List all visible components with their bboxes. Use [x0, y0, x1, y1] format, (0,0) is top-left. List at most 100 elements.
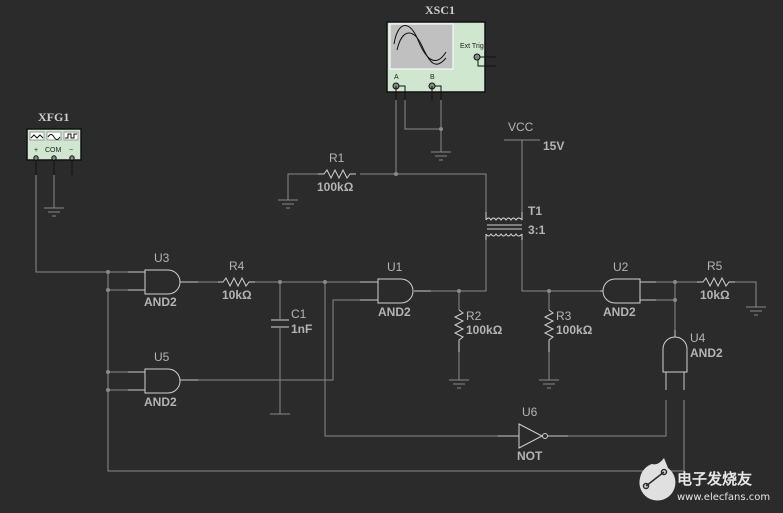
wire-u5-u1[interactable]: [198, 299, 360, 381]
gate-type: AND2: [690, 346, 723, 360]
wire-left-bus[interactable]: [107, 272, 684, 472]
gate-ref: U2: [613, 260, 629, 274]
wire-u6-input[interactable]: [324, 282, 498, 437]
resistor-ref: R3: [556, 309, 572, 323]
transformer-t1[interactable]: T1 3:1: [485, 204, 546, 240]
gate-type: AND2: [144, 395, 177, 409]
junction: [547, 289, 551, 293]
wire-u6-output[interactable]: [548, 400, 667, 437]
resistor-symbol: [543, 309, 555, 352]
wire-u1-out[interactable]: [416, 250, 487, 292]
and-gate-symbol: [144, 368, 181, 394]
watermark-url: www.elecfans.com: [677, 492, 770, 503]
junction: [323, 280, 327, 284]
wire-t1-secondary[interactable]: [485, 240, 600, 292]
resistor-r1[interactable]: R1 100kΩ: [317, 151, 356, 194]
ground-icon: [431, 151, 451, 161]
resistor-ref: R2: [466, 309, 482, 323]
oscilloscope-xsc1[interactable]: XSC1 Ext Trig A B: [386, 3, 496, 100]
grounds: [44, 151, 766, 415]
resistor-value: 100kΩ: [556, 323, 593, 337]
ext-trig-label: Ext Trig: [460, 43, 484, 50]
function-generator-name: XFG1: [38, 110, 69, 124]
transformer-ref: T1: [528, 204, 542, 218]
junction: [106, 288, 110, 292]
gate-ref: U1: [387, 260, 403, 274]
resistor-symbol: [453, 309, 465, 352]
capacitor-c1[interactable]: C1 1nF: [271, 307, 312, 340]
com-terminal[interactable]: [51, 155, 57, 161]
channel-b-label: B: [430, 74, 435, 81]
resistor-value: 10kΩ: [222, 288, 252, 302]
resistor-ref: R1: [329, 151, 345, 165]
minus-terminal-label: −: [69, 147, 73, 154]
watermark: 电子发烧友 www.elecfans.com: [639, 458, 770, 503]
gate-type: AND2: [603, 305, 636, 319]
plus-terminal-label: +: [34, 147, 38, 154]
gate-ref: U4: [690, 331, 706, 345]
and-gate-symbol: [377, 278, 414, 304]
resistor-value: 100kΩ: [466, 323, 503, 337]
gate-u6[interactable]: U6 NOT: [498, 405, 568, 463]
vcc-value: 15V: [543, 139, 564, 153]
and-gate-symbol: [602, 278, 641, 304]
gate-type: AND2: [378, 305, 411, 319]
square-wave-icon: [65, 133, 77, 139]
sine-wave-button[interactable]: [29, 131, 45, 141]
triangle-wave-button[interactable]: [46, 131, 62, 141]
waveform-a: [393, 25, 447, 61]
ground-icon: [278, 199, 298, 209]
oscilloscope-screen: [389, 23, 454, 70]
resistor-symbol: [218, 276, 255, 288]
ext-trig-terminal[interactable]: [473, 53, 481, 61]
gate-u4[interactable]: U4 AND2: [662, 330, 723, 390]
resistor-r5[interactable]: R5 10kΩ: [697, 259, 735, 302]
ground-icon: [449, 379, 469, 389]
wire-scope-gnd[interactable]: [404, 100, 442, 152]
sine-wave-icon: [47, 134, 61, 140]
com-terminal-label: COM: [45, 147, 62, 154]
and-gate-symbol: [662, 336, 688, 373]
junction: [673, 298, 677, 302]
gate-u3[interactable]: U3 AND2: [128, 251, 198, 309]
plus-terminal[interactable]: [33, 155, 39, 161]
wire-gate-inputs[interactable]: [108, 271, 128, 391]
resistor-r2[interactable]: R2 100kΩ: [453, 309, 503, 352]
wire-r1[interactable]: [287, 173, 396, 200]
waveform-b: [396, 32, 447, 65]
junction: [394, 172, 398, 176]
oscilloscope-name: XSC1: [425, 3, 455, 17]
not-gate-symbol: [518, 423, 544, 449]
vcc-supply[interactable]: VCC 15V: [504, 120, 564, 153]
channel-a-label: A: [394, 74, 399, 81]
primary-coil: [485, 217, 523, 221]
gate-ref: U3: [154, 251, 170, 265]
gate-u2[interactable]: U2 AND2: [600, 260, 656, 319]
function-generator-xfg1[interactable]: XFG1 + COM −: [26, 110, 82, 175]
resistor-ref: R4: [229, 259, 245, 273]
gate-u1[interactable]: U1 AND2: [360, 260, 431, 319]
wire-t1-primary[interactable]: [396, 173, 487, 212]
capacitor-ref: C1: [291, 307, 307, 321]
ground-icon: [746, 306, 766, 316]
junctions: [106, 127, 677, 392]
resistor-r3[interactable]: R3 100kΩ: [543, 309, 593, 352]
junction: [106, 270, 110, 274]
resistor-value: 10kΩ: [700, 288, 730, 302]
resistor-ref: R5: [707, 259, 723, 273]
and-gate-symbol: [144, 269, 181, 295]
transformer-core: [487, 224, 522, 230]
junction: [439, 127, 443, 131]
gate-u5[interactable]: U5 AND2: [128, 350, 198, 409]
elecfans-logo-icon: [639, 458, 676, 501]
resistor-symbol: [318, 168, 356, 180]
junction: [278, 280, 282, 284]
minus-terminal[interactable]: [69, 155, 75, 161]
wire-u2-r5[interactable]: [640, 281, 757, 330]
resistor-r4[interactable]: R4 10kΩ: [218, 259, 255, 302]
junction: [106, 370, 110, 374]
junction: [673, 280, 677, 284]
wire-xfg-plus[interactable]: [35, 175, 108, 273]
transformer-ratio: 3:1: [528, 223, 546, 237]
